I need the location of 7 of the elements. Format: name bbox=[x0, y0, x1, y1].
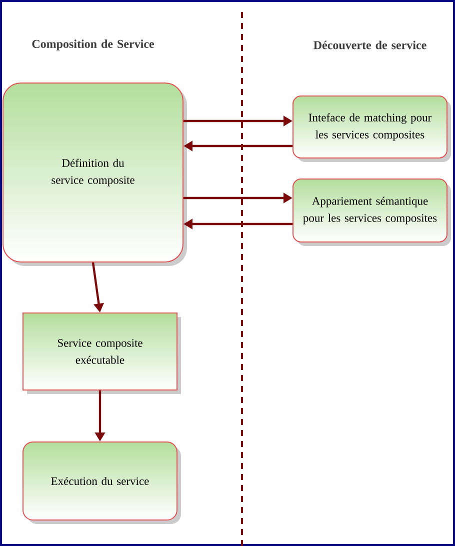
rounded-box: Appariement sémantique pour les services composites bbox=[292, 178, 451, 246]
column-heading: Découverte de service bbox=[314, 40, 426, 50]
column-heading: Composition de Service bbox=[32, 40, 154, 50]
rounded-box: Exécution du service bbox=[22, 442, 181, 524]
process-box: Service composite exécutable bbox=[22, 312, 181, 394]
rounded-box: Définition du service composite bbox=[2, 82, 187, 266]
rounded-box: Inteface de matching pour les services composites bbox=[292, 96, 451, 162]
